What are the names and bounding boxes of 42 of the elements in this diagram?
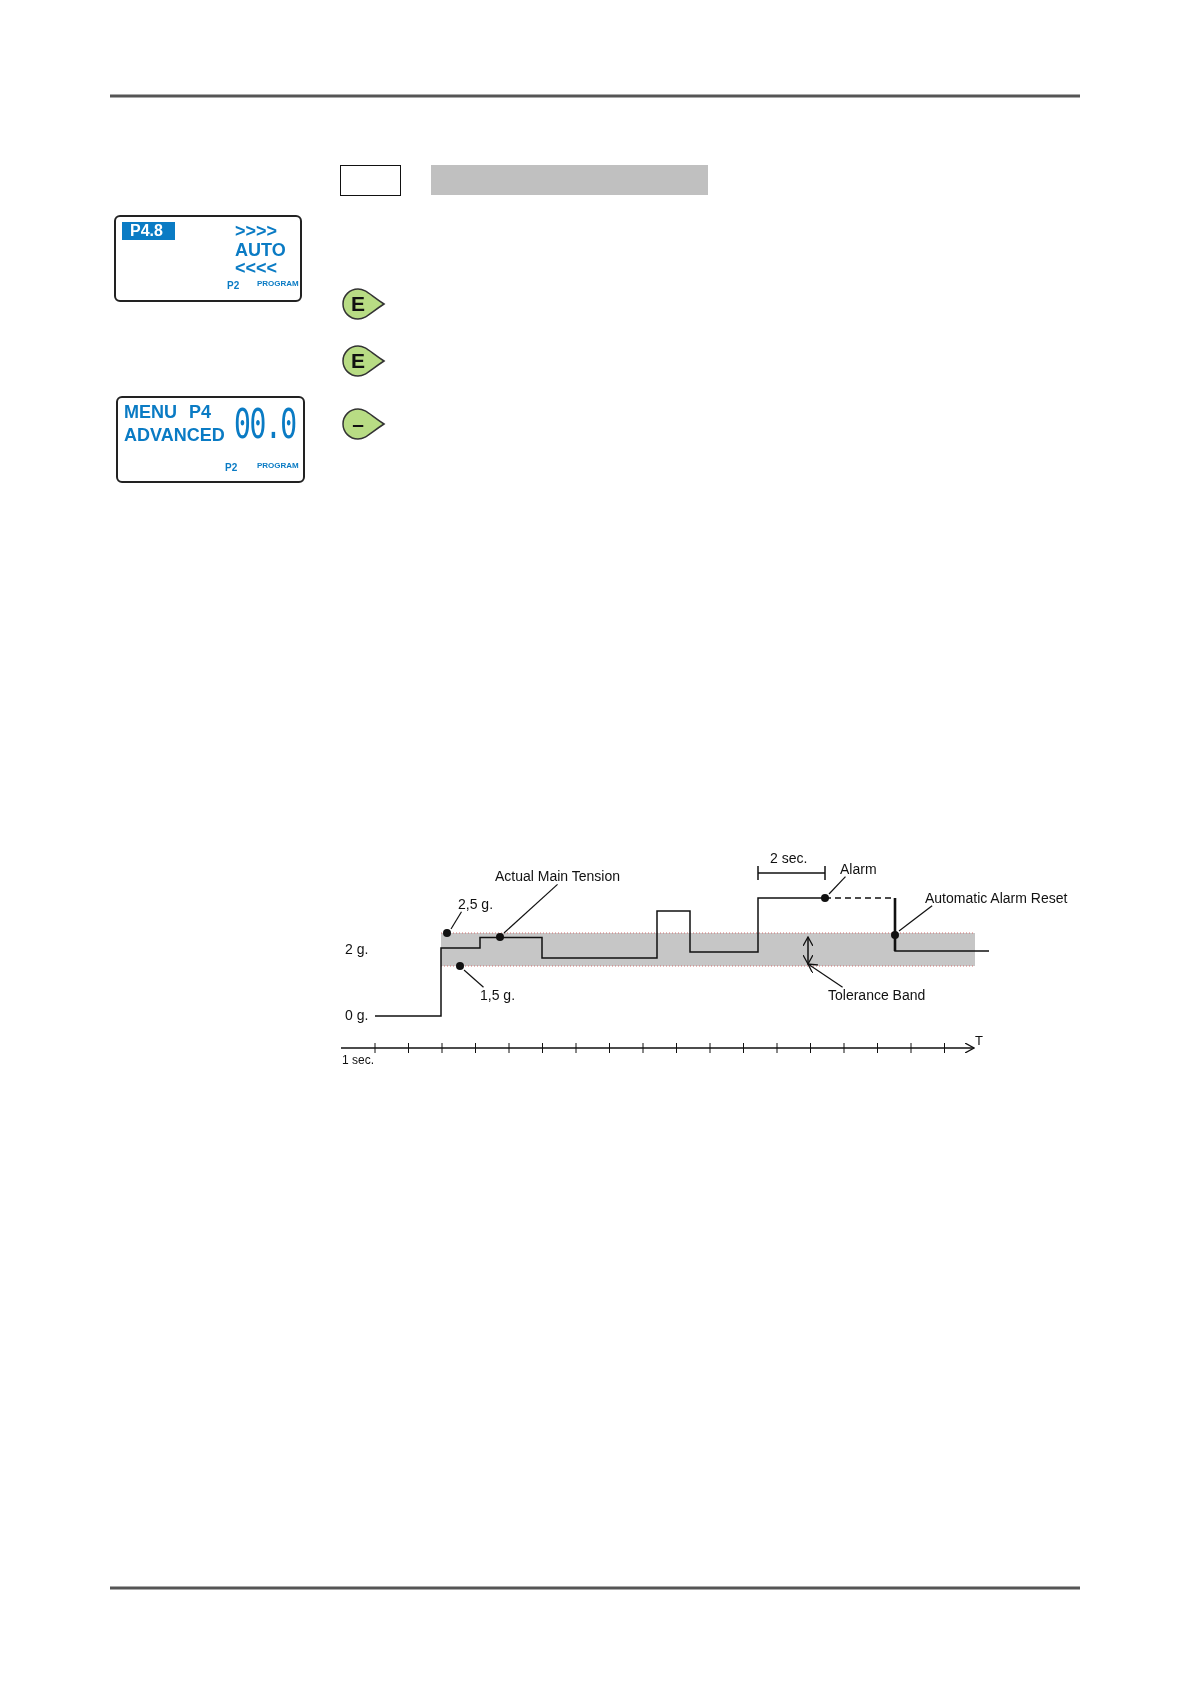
callout-text: Tolerance Band [828, 988, 926, 1002]
key-button: – [340, 407, 386, 441]
double-arrow [802, 936, 814, 965]
point-marker [496, 933, 504, 941]
lcd-display [114, 215, 302, 302]
leader-line [503, 883, 559, 934]
leader-line [898, 905, 933, 932]
point-marker [891, 931, 899, 939]
empty-box [340, 165, 401, 196]
axis-label: T [975, 1034, 983, 1047]
arrow-indicator: <<<< [235, 259, 278, 277]
callout-text: Actual Main Tension [495, 869, 621, 883]
lcd-display [116, 396, 305, 483]
leader-line [828, 876, 847, 895]
point-marker [456, 962, 464, 970]
status-text: PROGRAM [257, 280, 299, 288]
leader-line [807, 963, 844, 988]
value-label: 2,5 g. [458, 897, 494, 911]
heading-bar [431, 165, 708, 195]
menu-text: MENU [124, 403, 177, 421]
axis-label: 2 g. [345, 942, 369, 956]
arrow-indicator: >>>> [235, 222, 278, 240]
status-text: P2 [227, 281, 240, 291]
axis-label: 1 sec. [342, 1054, 374, 1066]
point-marker [821, 894, 829, 902]
callout-text: Alarm [840, 862, 877, 876]
leader-line [450, 911, 463, 930]
value-label: 1,5 g. [480, 988, 516, 1002]
point-marker [443, 929, 451, 937]
key-button: E [340, 287, 386, 321]
parameter-code: P4.8 [122, 222, 175, 240]
dimension-label: 2 sec. [770, 851, 808, 865]
parameter-code: P4 [189, 403, 212, 421]
menu-text: ADVANCED [124, 426, 225, 444]
digit-display: 00.0 [234, 404, 296, 444]
key-button: E [340, 344, 386, 378]
leader-line [463, 969, 485, 988]
callout-text: Automatic Alarm Reset [925, 891, 1068, 905]
status-text: P2 [225, 463, 238, 473]
mode-text: AUTO [235, 241, 286, 259]
status-text: PROGRAM [257, 462, 299, 470]
axis-label: 0 g. [345, 1008, 369, 1022]
